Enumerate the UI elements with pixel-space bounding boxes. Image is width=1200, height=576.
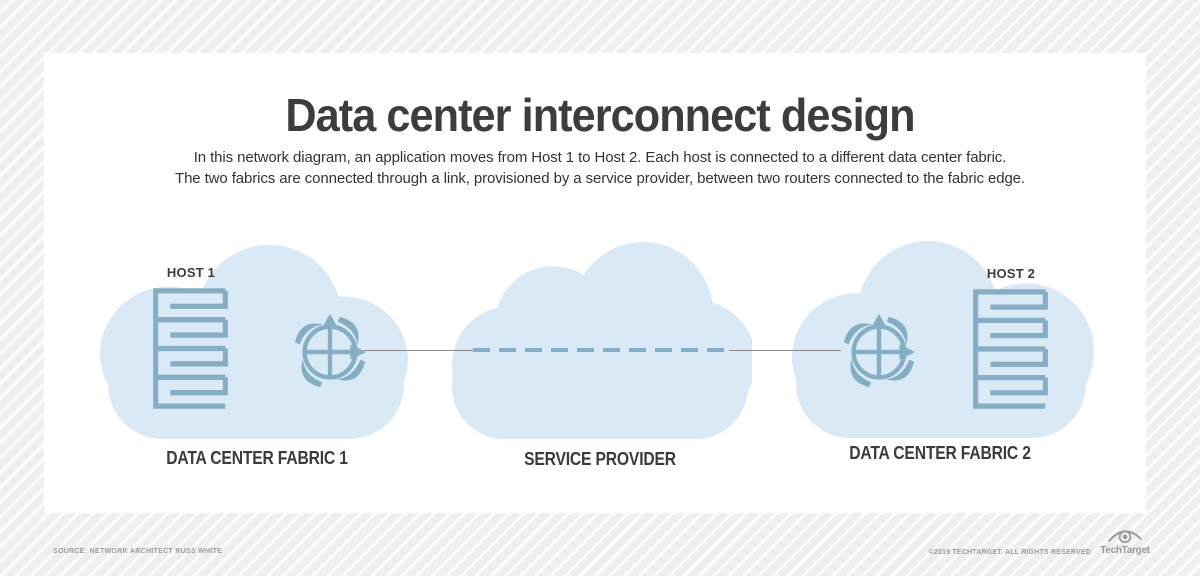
fabric2-label: DATA CENTER FABRIC 2 (849, 443, 1031, 463)
subtitle-line-1: In this network diagram, an application … (193, 149, 1007, 166)
service-provider-cloud (448, 240, 752, 441)
host1-server-stack-icon (152, 288, 229, 409)
source-credit: SOURCE: NETWORK ARCHITECT RUSS WHITE (53, 548, 223, 555)
link-line-left (364, 350, 473, 351)
router2-icon (838, 311, 920, 393)
host2-server-stack-icon (972, 289, 1049, 409)
copyright-text: ©2019 TECHTARGET. ALL RIGHTS RESERVED (928, 549, 1091, 556)
page-title: Data center interconnect design (285, 89, 915, 141)
brand-wordmark: TechTarget (1100, 545, 1150, 556)
service-provider-label: SERVICE PROVIDER (524, 449, 676, 469)
host2-label: HOST 2 (986, 266, 1036, 281)
fabric1-label: DATA CENTER FABRIC 1 (166, 448, 348, 468)
subtitle-line-2: The two fabrics are connected through a … (175, 170, 1025, 187)
link-line-right (729, 350, 841, 351)
host1-label: HOST 1 (166, 265, 216, 280)
subtitle: In this network diagram, an application … (0, 147, 1200, 189)
router1-icon (289, 311, 371, 393)
dashed-provider-link (473, 348, 729, 352)
techtarget-logo: TechTarget (1099, 526, 1151, 556)
eye-icon (1108, 530, 1142, 544)
